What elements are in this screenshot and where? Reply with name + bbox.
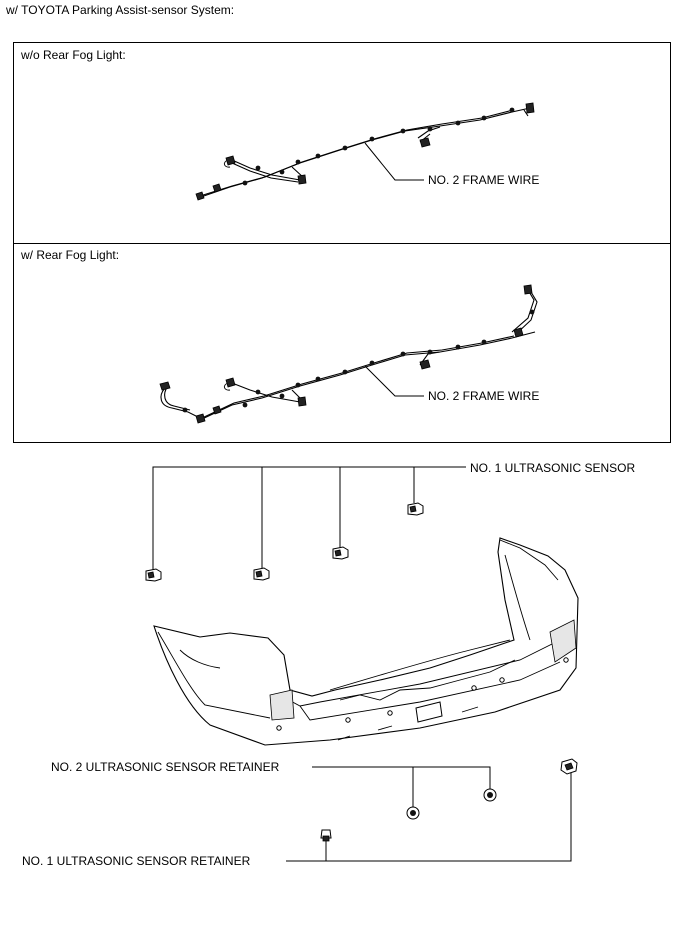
sensor-retainers <box>286 758 578 862</box>
rear-bumper-cover <box>153 537 579 746</box>
sensor-retainer-1-callout: NO. 1 ULTRASONIC SENSOR RETAINER <box>22 854 251 868</box>
no2-retainer-b <box>483 788 497 802</box>
ultrasonic-sensors <box>145 466 466 582</box>
no1-retainer-b <box>560 758 578 775</box>
page-title: w/ TOYOTA Parking Assist-sensor System: <box>6 3 235 17</box>
ultrasonic-sensor-1 <box>145 568 162 582</box>
frame-wire-callout-1: NO. 2 FRAME WIRE <box>428 173 540 187</box>
no2-retainer-a <box>406 806 420 820</box>
sensor-retainer-2-callout: NO. 2 ULTRASONIC SENSOR RETAINER <box>51 760 280 774</box>
ultrasonic-sensor-3 <box>332 546 349 560</box>
frame-wire-harness-1 <box>195 102 535 201</box>
panel-with-fog-label: w/ Rear Fog Light: <box>21 248 120 262</box>
ultrasonic-sensor-callout: NO. 1 ULTRASONIC SENSOR <box>470 461 636 475</box>
ultrasonic-sensor-2 <box>253 567 270 581</box>
ultrasonic-sensor-4 <box>407 502 424 516</box>
no1-retainer-a <box>320 829 332 842</box>
frame-wire-callout-2: NO. 2 FRAME WIRE <box>428 389 540 403</box>
panel-without-fog-label: w/o Rear Fog Light: <box>21 48 126 62</box>
panel-with-rear-fog-light <box>13 243 671 443</box>
frame-wire-harness-2 <box>159 284 538 424</box>
